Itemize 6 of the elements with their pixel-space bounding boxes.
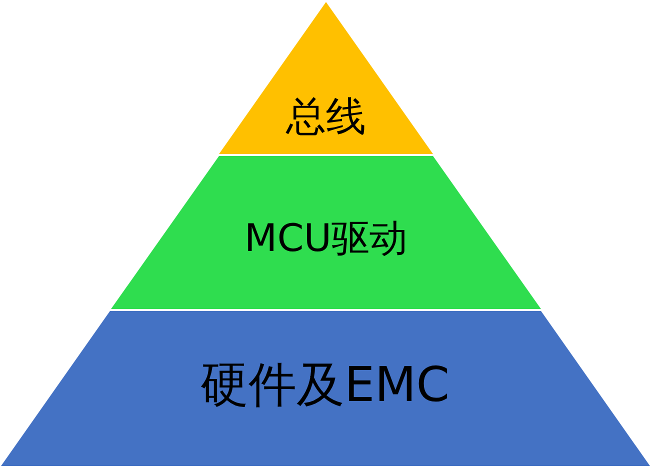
pyramid-middle-layer xyxy=(111,156,541,309)
layer-label: 硬件及EMC xyxy=(200,361,450,409)
layer-label: 总线 xyxy=(286,97,366,137)
pyramid-top-layer xyxy=(219,2,433,154)
layer-label: MCU驱动 xyxy=(244,219,408,257)
pyramid-bottom-layer xyxy=(1,311,650,466)
